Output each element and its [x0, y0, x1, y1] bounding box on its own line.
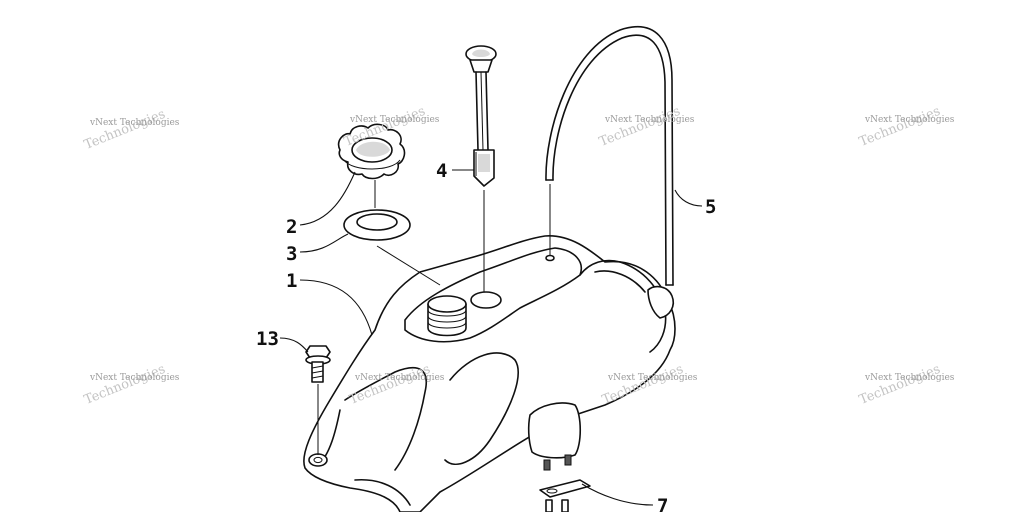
- svg-text:Technologies: Technologies: [82, 107, 167, 153]
- svg-text:Technologies: Technologies: [82, 362, 167, 408]
- leader-lines: [279, 169, 703, 506]
- callout-3: 3: [286, 243, 297, 265]
- svg-text:vNext Technologies: vNext Technologies: [864, 373, 955, 383]
- watermark: Technologies vNext Technologies: [857, 104, 955, 150]
- svg-text:Technologies: Technologies: [857, 362, 942, 408]
- svg-text:vNext Technologies: vNext Technologies: [354, 373, 445, 383]
- watermark: Technologies vNext Technologies: [597, 104, 695, 150]
- callout-1: 1: [286, 270, 297, 292]
- svg-text:Technologies: Technologies: [597, 104, 682, 150]
- watermark: Technologies vNext Technologies: [857, 362, 955, 408]
- callout-labels: 2 3 1 4 5 13 7: [256, 160, 716, 512]
- callout-4: 4: [436, 160, 447, 182]
- svg-text:Technologies: Technologies: [857, 104, 942, 150]
- gasket: [343, 209, 411, 241]
- svg-text:vNext Technologies: vNext Technologies: [349, 115, 440, 125]
- fuel-sending-unit: [465, 45, 497, 187]
- vent-hose: [545, 25, 674, 286]
- bolt: [305, 345, 331, 383]
- svg-text:vNext Technologies: vNext Technologies: [607, 373, 698, 383]
- assembly-lines: [317, 180, 551, 455]
- watermark: Technologies vNext Technologies: [82, 107, 180, 153]
- svg-text:vNext Technologies: vNext Technologies: [89, 373, 180, 383]
- callout-2: 2: [286, 216, 297, 238]
- callout-5: 5: [705, 196, 716, 218]
- fuel-cap: [337, 123, 406, 180]
- svg-text:vNext Technologies: vNext Technologies: [89, 118, 180, 128]
- callout-7: 7: [657, 495, 668, 512]
- watermark: Technologies vNext Technologies: [82, 362, 180, 408]
- filler-neck: [427, 295, 467, 337]
- svg-text:vNext Technologies: vNext Technologies: [864, 115, 955, 125]
- fuel-tank: [303, 235, 676, 512]
- callout-13: 13: [256, 328, 279, 350]
- svg-text:vNext Technologies: vNext Technologies: [604, 115, 695, 125]
